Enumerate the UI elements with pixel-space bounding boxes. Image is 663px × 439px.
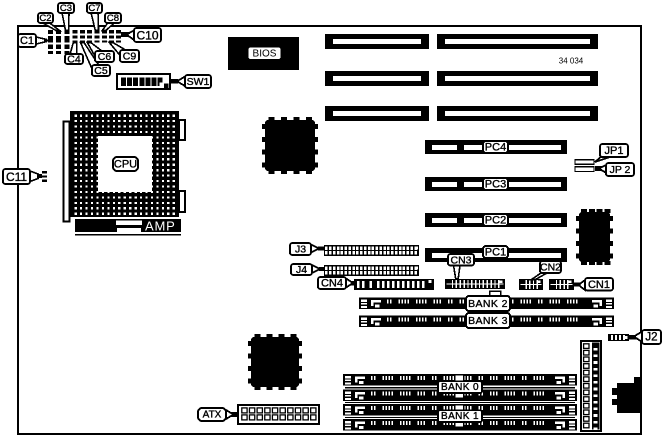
svg-text:SW1: SW1 (187, 76, 210, 88)
svg-text:AMP: AMP (145, 219, 176, 234)
svg-text:C5: C5 (94, 65, 108, 77)
svg-text:ATX: ATX (203, 410, 222, 421)
svg-text:PC2: PC2 (485, 215, 506, 227)
svg-text:C3: C3 (60, 3, 72, 14)
svg-text:C2: C2 (39, 13, 51, 24)
svg-text:J4: J4 (296, 264, 307, 276)
svg-text:BANK 2: BANK 2 (468, 298, 508, 310)
svg-text:C11: C11 (6, 170, 27, 184)
svg-text:C4: C4 (67, 54, 81, 66)
svg-text:JP1: JP1 (605, 145, 624, 157)
svg-text:C10: C10 (136, 29, 158, 43)
svg-text:CN3: CN3 (450, 254, 471, 266)
svg-text:CN1: CN1 (588, 279, 610, 291)
svg-text:BANK 1: BANK 1 (441, 411, 479, 422)
svg-text:CN4: CN4 (321, 278, 343, 290)
svg-text:C8: C8 (107, 13, 119, 24)
svg-text:J2: J2 (645, 332, 657, 344)
svg-text:C9: C9 (123, 51, 137, 63)
svg-text:C1: C1 (20, 35, 34, 47)
svg-text:CPU: CPU (114, 159, 137, 171)
svg-text:CN2: CN2 (540, 262, 561, 274)
svg-text:C6: C6 (98, 51, 112, 63)
svg-text:C7: C7 (88, 3, 100, 14)
svg-text:34 034: 34 034 (559, 57, 584, 66)
svg-text:BIOS: BIOS (253, 49, 277, 60)
svg-text:JP 2: JP 2 (610, 164, 631, 176)
svg-text:PC4: PC4 (485, 142, 506, 154)
svg-text:PC1: PC1 (485, 247, 506, 259)
svg-text:BANK 3: BANK 3 (468, 315, 508, 327)
svg-text:BANK 0: BANK 0 (441, 382, 479, 393)
svg-text:J3: J3 (295, 244, 306, 256)
svg-text:PC3: PC3 (485, 179, 506, 191)
